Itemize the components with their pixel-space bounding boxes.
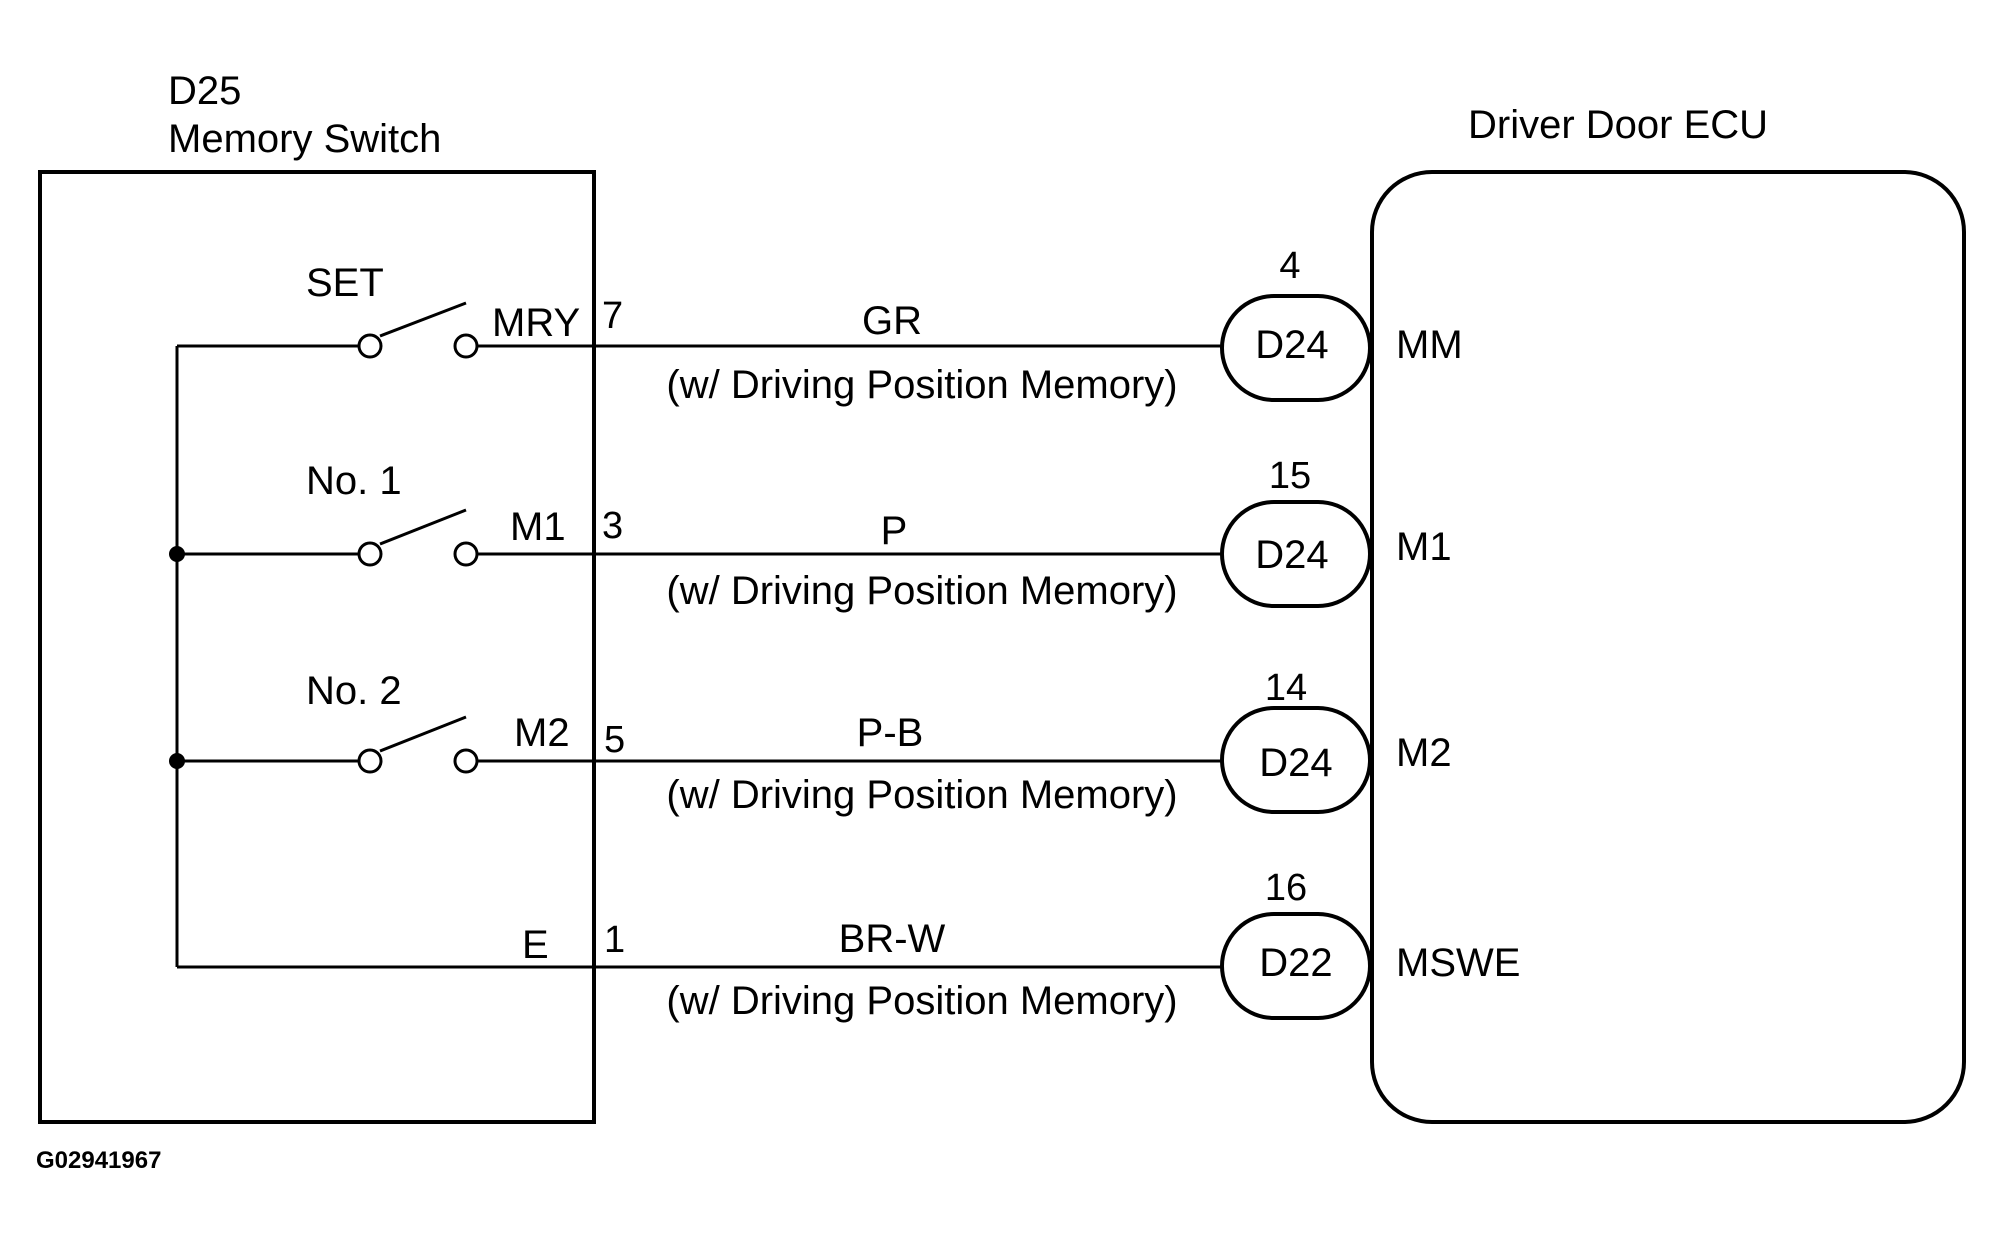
connector-d22: [1220, 912, 1372, 1020]
wire-color: GR: [862, 299, 922, 343]
switch-contact-left: [357, 333, 383, 359]
circuit-no1: No. 1 M1 3 P (w/ Driving Position Memory…: [177, 455, 1452, 613]
switch-blade: [379, 715, 467, 753]
pin-number: 3: [602, 505, 623, 547]
ecu-name: Driver Door ECU: [1468, 103, 1768, 147]
connector-code: D24: [1259, 741, 1332, 785]
ecu-box: [1370, 170, 1966, 1124]
connector-pin: 4: [1279, 245, 1300, 287]
connector-code: D22: [1259, 941, 1332, 985]
connector-code: D24: [1255, 533, 1328, 577]
wire-condition: (w/ Driving Position Memory): [666, 569, 1177, 613]
wire-color: BR-W: [839, 917, 946, 961]
switch-contact-left: [357, 748, 383, 774]
memory-switch-name: Memory Switch: [168, 117, 441, 161]
switch-label: No. 1: [306, 459, 402, 503]
memory-switch-code: D25: [168, 69, 241, 113]
connector-pin: 16: [1265, 867, 1307, 909]
terminal-name: M1: [510, 505, 566, 549]
switch-contact-right: [453, 333, 479, 359]
connector-pin: 15: [1269, 455, 1311, 497]
ecu-terminal: MM: [1396, 323, 1463, 367]
ecu-terminal: MSWE: [1396, 941, 1520, 985]
pin-number: 5: [604, 719, 625, 761]
circuit-set: SET MRY 7 GR (w/ Driving Position Memory…: [177, 245, 1463, 407]
circuit-ground: E 1 BR-W (w/ Driving Position Memory) 16…: [177, 867, 1520, 1023]
wire-condition: (w/ Driving Position Memory): [666, 979, 1177, 1023]
switch-contact-right: [453, 541, 479, 567]
ecu-terminal: M2: [1396, 731, 1452, 775]
switch-label: SET: [306, 261, 384, 305]
switch-blade: [379, 301, 467, 338]
switch-contact-right: [453, 748, 479, 774]
pin-number: 7: [602, 295, 623, 337]
pin-number: 1: [604, 919, 625, 961]
terminal-name: E: [522, 923, 549, 967]
connector-d24: [1220, 706, 1372, 814]
ecu-terminal: M1: [1396, 525, 1452, 569]
wire-color: P-B: [857, 711, 924, 755]
wire-color: P: [881, 509, 908, 553]
switch-blade: [379, 508, 467, 546]
connector-pin: 14: [1265, 667, 1307, 709]
wire-condition: (w/ Driving Position Memory): [666, 363, 1177, 407]
memory-switch-box: [38, 170, 596, 1124]
connector-d24: [1220, 294, 1372, 402]
switch-contact-left: [357, 541, 383, 567]
connector-code: D24: [1255, 323, 1328, 367]
terminal-name: MRY: [492, 301, 580, 345]
switch-label: No. 2: [306, 669, 402, 713]
circuit-no2: No. 2 M2 5 P-B (w/ Driving Position Memo…: [177, 667, 1452, 817]
wire-condition: (w/ Driving Position Memory): [666, 773, 1177, 817]
connector-d24: [1220, 500, 1372, 608]
terminal-name: M2: [514, 711, 570, 755]
figure-id: G02941967: [36, 1147, 161, 1174]
